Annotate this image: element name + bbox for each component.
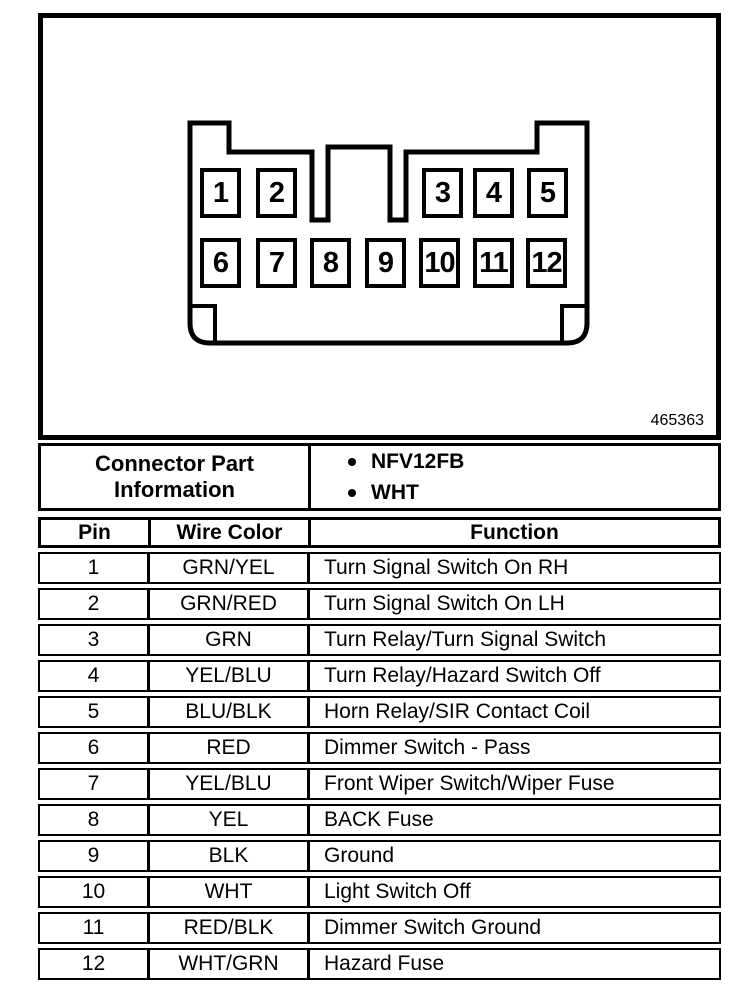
cell-pin: 4 <box>40 662 150 690</box>
connector-part-info-title-line2: Information <box>114 477 235 502</box>
cell-wire-color: RED <box>150 734 310 762</box>
cell-wire-color: BLK <box>150 842 310 870</box>
cell-wire-color: WHT/GRN <box>150 950 310 978</box>
pin-2: 2 <box>256 168 297 218</box>
cell-wire-color: GRN/YEL <box>150 554 310 582</box>
header-wire-color: Wire Color <box>151 520 311 545</box>
cell-function: Turn Signal Switch On RH <box>324 556 569 579</box>
corner-notch-left <box>190 304 217 341</box>
pin-3: 3 <box>422 168 463 218</box>
table-row: 3 GRN Turn Relay/Turn Signal Switch <box>38 624 721 656</box>
cell-wire-color: BLU/BLK <box>150 698 310 726</box>
cell-function: Dimmer Switch Ground <box>324 916 542 939</box>
connector-outline-drawing <box>187 120 590 346</box>
table-row: 2 GRN/RED Turn Signal Switch On LH <box>38 588 721 620</box>
connector-color-value: WHT <box>371 480 419 504</box>
table-row: 11 RED/BLK Dimmer Switch Ground <box>38 912 721 944</box>
cell-pin: 11 <box>40 914 150 942</box>
connector-color-item: WHT <box>348 481 718 505</box>
cell-pin: 5 <box>40 698 150 726</box>
connector-part-info-box: Connector Part Information NFV12FB WHT <box>38 443 721 511</box>
bullet-icon <box>348 488 356 497</box>
table-row: 7 YEL/BLU Front Wiper Switch/Wiper Fuse <box>38 768 721 800</box>
pin-4: 4 <box>473 168 514 218</box>
table-row: 6 RED Dimmer Switch - Pass <box>38 732 721 764</box>
connector-part-info-title: Connector Part Information <box>41 446 311 508</box>
pin-9: 9 <box>365 238 406 288</box>
cell-function: Ground <box>324 844 395 867</box>
pin-8: 8 <box>310 238 351 288</box>
cell-pin: 7 <box>40 770 150 798</box>
pin-7: 7 <box>256 238 297 288</box>
cell-wire-color: GRN/RED <box>150 590 310 618</box>
cell-function: Light Switch Off <box>324 880 471 903</box>
table-row: 4 YEL/BLU Turn Relay/Hazard Switch Off <box>38 660 721 692</box>
cell-wire-color: RED/BLK <box>150 914 310 942</box>
cell-wire-color: WHT <box>150 878 310 906</box>
cell-pin: 1 <box>40 554 150 582</box>
cell-function: Turn Relay/Hazard Switch Off <box>324 664 601 687</box>
table-row: 10 WHT Light Switch Off <box>38 876 721 908</box>
cell-function: BACK Fuse <box>324 808 434 831</box>
table-row: 5 BLU/BLK Horn Relay/SIR Contact Coil <box>38 696 721 728</box>
cell-function: Turn Signal Switch On LH <box>324 592 565 615</box>
table-row: 12 WHT/GRN Hazard Fuse <box>38 948 721 980</box>
cell-wire-color: YEL/BLU <box>150 770 310 798</box>
cell-pin: 6 <box>40 734 150 762</box>
pinout-table-header: Pin Wire Color Function <box>38 517 721 548</box>
header-function: Function <box>470 520 559 544</box>
corner-notch-right <box>560 304 587 341</box>
pin-1: 1 <box>200 168 241 218</box>
cell-function: Hazard Fuse <box>324 952 445 975</box>
connector-diagram-panel: 1 2 3 4 5 6 7 8 9 10 11 12 465363 <box>38 13 721 440</box>
cell-wire-color: GRN <box>150 626 310 654</box>
part-number-value: NFV12FB <box>371 449 465 473</box>
part-number-item: NFV12FB <box>348 450 718 474</box>
connector-part-info-values: NFV12FB WHT <box>311 446 718 508</box>
cell-pin: 8 <box>40 806 150 834</box>
table-row: 8 YEL BACK Fuse <box>38 804 721 836</box>
cell-function: Turn Relay/Turn Signal Switch <box>324 628 607 651</box>
pin-12: 12 <box>526 238 567 288</box>
cell-pin: 9 <box>40 842 150 870</box>
table-row: 1 GRN/YEL Turn Signal Switch On RH <box>38 552 721 584</box>
cell-pin: 10 <box>40 878 150 906</box>
cell-pin: 3 <box>40 626 150 654</box>
connector-body-outline <box>187 120 590 346</box>
pin-5: 5 <box>527 168 568 218</box>
figure-number: 465363 <box>650 412 704 429</box>
pin-6: 6 <box>200 238 241 288</box>
cell-pin: 2 <box>40 590 150 618</box>
table-row: 9 BLK Ground <box>38 840 721 872</box>
header-pin: Pin <box>41 520 151 545</box>
pin-10: 10 <box>419 238 460 288</box>
connector-part-info-title-line1: Connector Part <box>95 451 254 476</box>
cell-pin: 12 <box>40 950 150 978</box>
cell-function: Horn Relay/SIR Contact Coil <box>324 700 591 723</box>
manual-page: 1 2 3 4 5 6 7 8 9 10 11 12 465363 Connec… <box>38 13 721 980</box>
pin-11: 11 <box>473 238 514 288</box>
cell-function: Front Wiper Switch/Wiper Fuse <box>324 772 615 795</box>
cell-function: Dimmer Switch - Pass <box>324 736 531 759</box>
cell-wire-color: YEL/BLU <box>150 662 310 690</box>
cell-wire-color: YEL <box>150 806 310 834</box>
bullet-icon <box>348 457 356 466</box>
